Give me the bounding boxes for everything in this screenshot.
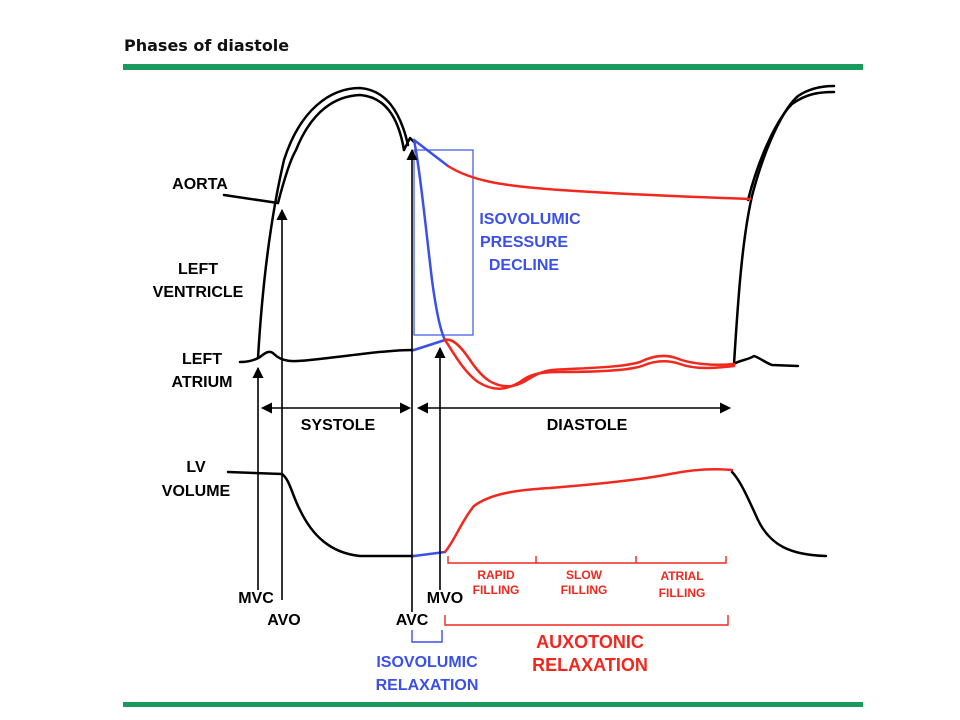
label-aorta: AORTA [172, 176, 228, 193]
filling-bracket [447, 556, 727, 564]
label-isovolumic-pressure-decline-line3: DECLINE [489, 257, 560, 274]
label-isovolumic-pressure-decline-line2: PRESSURE [480, 234, 568, 251]
label-systole: SYSTOLE [301, 417, 376, 434]
isovolumic-pressure-fall [412, 138, 447, 342]
top-divider [123, 64, 863, 70]
label-isovolumic-relaxation-line1: ISOVOLUMIC [376, 654, 478, 671]
lv-pressure-dome-outer [256, 86, 410, 360]
lv-volume-trace-start [226, 470, 416, 558]
isovolumic-relaxation-bracket [411, 630, 443, 643]
lv-red-outer [443, 338, 736, 388]
label-rapid-filling-line2: FILLING [473, 583, 520, 597]
label-left-ventricle-line2: VENTRICLE [153, 284, 244, 301]
label-lv-volume-line2: VOLUME [162, 483, 231, 500]
aorta-trace-early [222, 193, 280, 205]
label-avc: AVC [396, 612, 429, 629]
aortic-notch [402, 136, 416, 152]
lv-volume-trace-end [730, 470, 828, 558]
auxotonic-bracket [444, 615, 729, 626]
label-mvc: MVC [238, 590, 274, 607]
valve-event-markers [252, 148, 446, 612]
label-isovolumic-relaxation-line2: RELAXATION [376, 677, 479, 694]
auxotonic-phase-traces [443, 164, 752, 554]
label-rapid-filling-line1: RAPID [477, 568, 515, 582]
trace-labels: AORTA LEFT VENTRICLE LEFT ATRIUM LV VOLU… [153, 176, 244, 500]
left-atrium-trace-next [732, 354, 800, 368]
lv-red-inner [443, 338, 736, 390]
isovolumic-phase-traces [412, 138, 450, 558]
label-slow-filling-line1: SLOW [566, 568, 603, 582]
label-left-atrium-line2: ATRIUM [171, 374, 232, 391]
label-left-ventricle-line1: LEFT [178, 261, 218, 278]
label-auxotonic-relaxation-line2: RELAXATION [532, 655, 648, 675]
pressure-traces-black [222, 84, 836, 558]
label-avo: AVO [267, 612, 300, 629]
lv-pressure-dome-inner [276, 93, 406, 205]
label-auxotonic-relaxation-line1: AUXOTONIC [536, 632, 644, 652]
aorta-red-decay [446, 164, 752, 201]
lv-volume-red-rise [443, 467, 734, 554]
label-mvo: MVO [427, 590, 463, 607]
label-isovolumic-pressure-decline-line1: ISOVOLUMIC [479, 211, 581, 228]
label-lv-volume-line1: LV [186, 459, 206, 476]
left-atrium-trace-systole [238, 348, 416, 364]
label-left-atrium-line1: LEFT [182, 351, 222, 368]
page-title: Phases of diastole [124, 36, 290, 55]
aorta-blue-segment [412, 138, 450, 168]
isovolumic-pressure-decline-box [413, 149, 474, 336]
aorta-next-beat-outer [732, 84, 836, 366]
isovolumic-atrium-rise [412, 338, 447, 352]
bottom-divider [123, 702, 863, 707]
label-diastole: DIASTOLE [547, 417, 628, 434]
aorta-next-beat-inner [746, 90, 836, 202]
label-slow-filling-line2: FILLING [561, 583, 608, 597]
label-atrial-filling-line1: ATRIAL [660, 569, 703, 583]
label-atrial-filling-line2: FILLING [659, 586, 706, 600]
